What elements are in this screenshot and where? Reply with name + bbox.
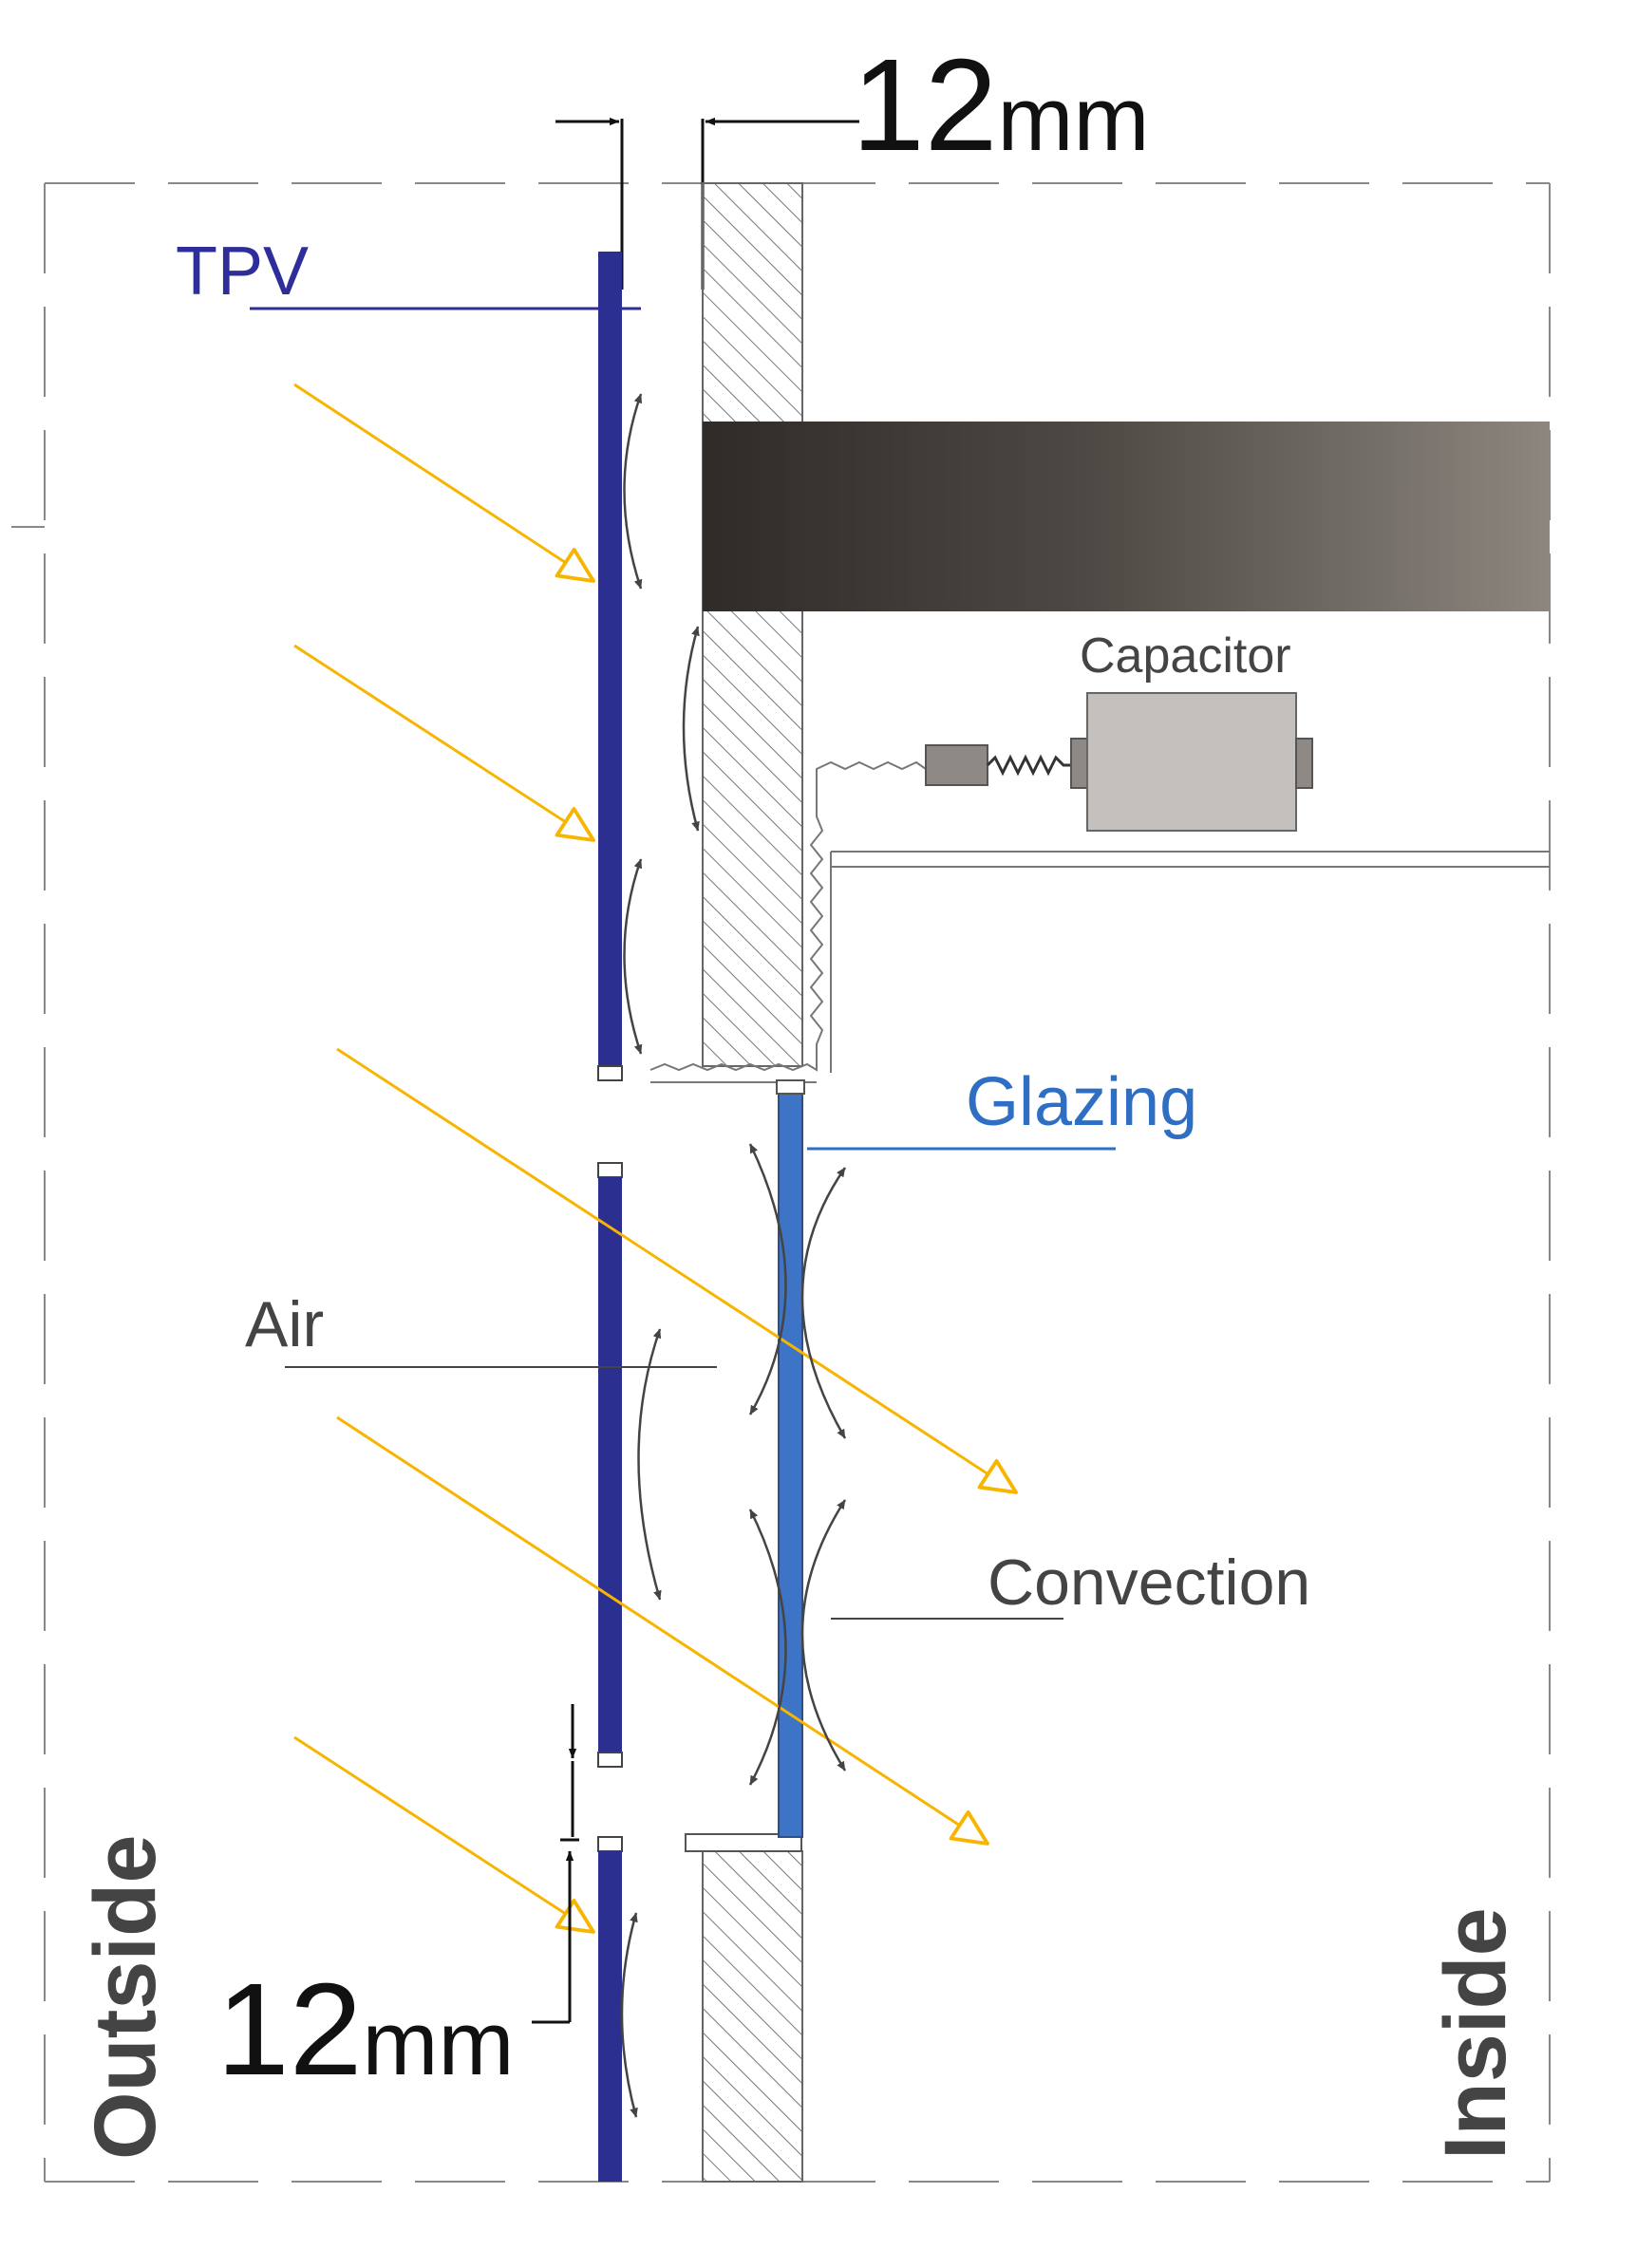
glazing-label: Glazing <box>966 1064 1197 1140</box>
tpv-panel-middle <box>598 1177 622 1754</box>
bottom-dimension-unit: mm <box>363 1993 515 2094</box>
tpv-panel-lower <box>598 1851 622 2182</box>
ceiling-line <box>830 851 1550 1073</box>
capacitor-terminal-left <box>1070 738 1088 789</box>
top-dimension-label: 12mm <box>852 32 1149 178</box>
glazing-panel <box>778 1091 803 1838</box>
capacitor-connector <box>925 744 988 786</box>
convection-arrow <box>748 1509 787 1786</box>
wall-lower-hatch <box>702 1850 803 2183</box>
capacitor-wire <box>649 760 927 1072</box>
convection-arrow <box>637 1328 662 1601</box>
convection-arrow <box>623 858 643 1055</box>
top-dimension-number: 12 <box>852 32 998 178</box>
convection-arrow <box>800 1167 847 1439</box>
sun-ray-1 <box>293 383 595 583</box>
sill-plate <box>685 1833 802 1852</box>
capacitor <box>925 692 1313 832</box>
sun-rays <box>293 383 1018 1934</box>
bottom-dimension-label: 12mm <box>216 1957 514 2103</box>
capacitor-body <box>1086 692 1297 832</box>
air-label: Air <box>245 1288 324 1360</box>
tpv-panel-lower-cap <box>597 1836 623 1852</box>
wall-upper-hatch <box>702 182 803 1067</box>
top-dimension-unit: mm <box>998 68 1150 170</box>
tpv-panels <box>597 252 623 2182</box>
tpv-panel-middle-cap-bottom <box>597 1752 623 1768</box>
capacitor-label: Capacitor <box>1080 628 1291 684</box>
convection-arrow <box>748 1143 787 1415</box>
convection-arrow <box>682 626 700 832</box>
tpv-panel-middle-cap-top <box>597 1162 623 1178</box>
sun-ray-2 <box>293 644 595 842</box>
capacitor-spring <box>986 754 1075 777</box>
outside-label: Outside <box>77 1835 174 2160</box>
glazing-top-cap <box>776 1079 805 1095</box>
tpv-panel-upper-cap <box>597 1065 623 1081</box>
convection-arrows <box>620 393 847 2118</box>
convection-arrow <box>620 1912 638 2118</box>
bottom-dimension-number: 12 <box>216 1957 363 2103</box>
tpv-panel-upper <box>598 252 622 1068</box>
capacitor-terminal-right <box>1295 738 1313 789</box>
convection-arrow <box>800 1499 847 1771</box>
sun-ray-3 <box>336 1047 1018 1494</box>
convection-label: Convection <box>988 1546 1310 1619</box>
sun-ray-5 <box>293 1735 595 1934</box>
inside-label: Inside <box>1427 1907 1524 2160</box>
sun-ray-4 <box>336 1415 989 1846</box>
convection-arrow <box>623 393 643 590</box>
floor-beam <box>703 422 1550 611</box>
bottom-dimension-lines <box>532 1704 579 2024</box>
tpv-label: TPV <box>176 234 309 309</box>
